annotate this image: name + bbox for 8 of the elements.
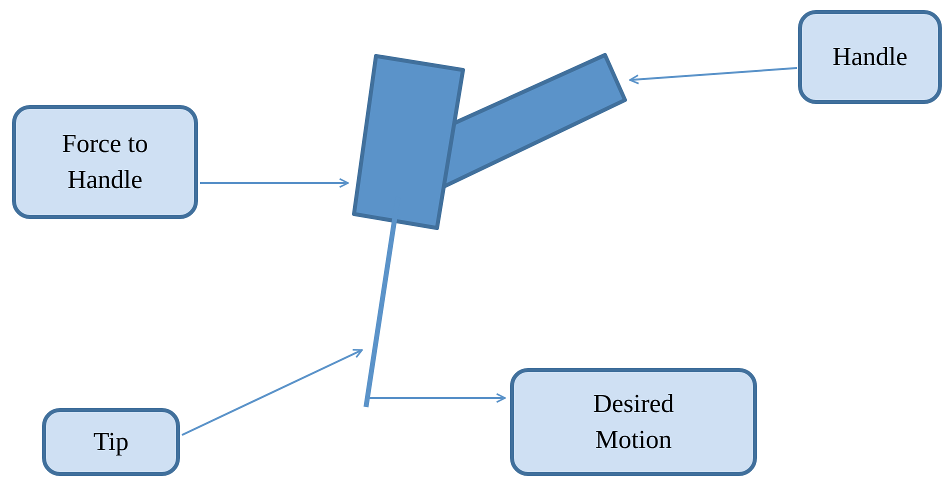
callout-box: Handle <box>798 10 942 104</box>
leader-arrow <box>200 178 349 188</box>
leader-arrow <box>369 393 506 403</box>
leader-arrow <box>182 348 363 436</box>
leader-arrow <box>629 67 798 84</box>
callout-box: Tip <box>42 408 180 476</box>
callout-box: Force to Handle <box>12 105 198 219</box>
callout-box: Desired Motion <box>510 368 757 476</box>
